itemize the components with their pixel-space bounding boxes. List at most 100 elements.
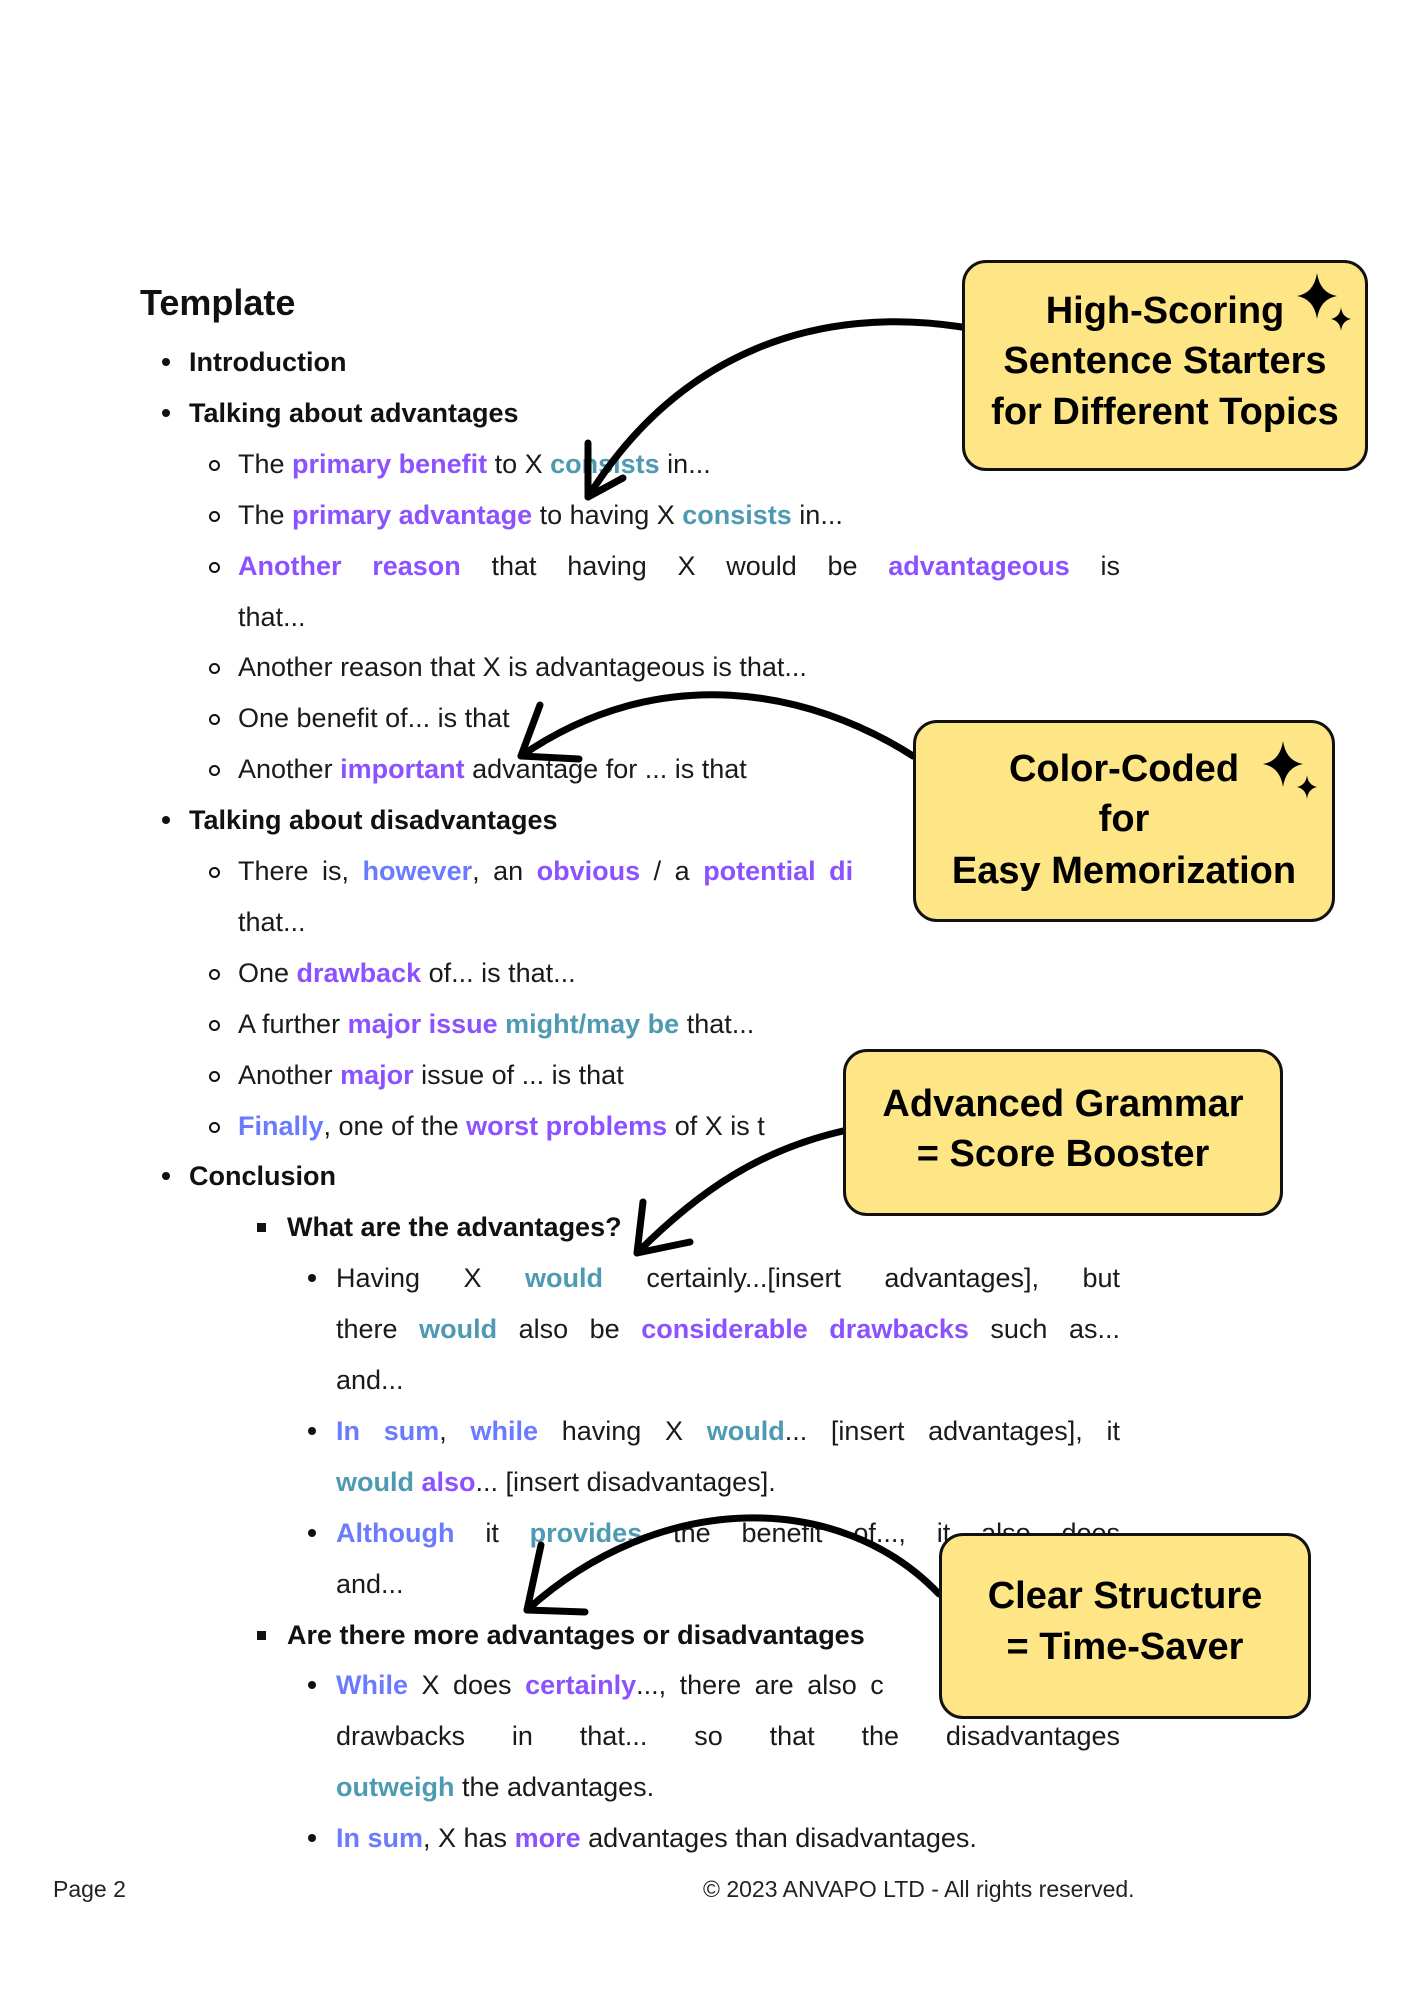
text-segment: having X [537, 1415, 707, 1446]
highlighted-phrase: outweigh [336, 1772, 455, 1803]
text-segment: Having X [336, 1263, 525, 1294]
bullet-icon [308, 1274, 316, 1283]
outline-line: Another important advantage for ... is t… [238, 744, 747, 794]
text-segment: to X [487, 448, 551, 479]
text-segment: to having X [532, 499, 683, 530]
outline-line: Talking about advantages [189, 388, 519, 438]
circle-bullet-icon [209, 510, 220, 522]
bullet-icon [162, 1172, 170, 1181]
highlighted-phrase: also [421, 1466, 476, 1497]
text-segment [414, 1467, 422, 1497]
text-segment: advantages than disadvantages. [580, 1823, 977, 1854]
outline-line: One drawback of... is that... [238, 948, 576, 998]
outline-line: The primary benefit to X consists in... [238, 439, 711, 489]
outline-line: outweigh the advantages. [336, 1762, 654, 1812]
text-segment: advantage for ... is that [464, 754, 747, 785]
highlighted-phrase: Finally [238, 1110, 324, 1141]
text-segment: that... [679, 1008, 755, 1039]
highlighted-phrase: Although [336, 1517, 455, 1548]
outline-line: In sum, X has more advantages than disad… [336, 1813, 977, 1863]
outline-line: Another reason that having X would be ad… [238, 541, 1120, 591]
bullet-icon [162, 408, 170, 417]
text-segment: Another [238, 1059, 341, 1090]
outline-line: Talking about disadvantages [189, 795, 558, 845]
highlighted-phrase: certainly [525, 1670, 637, 1701]
bullet-icon [162, 358, 170, 366]
text-segment: What are the advantages? [287, 1212, 622, 1243]
text-segment: and... [336, 1365, 404, 1395]
text-segment: Talking about disadvantages [189, 805, 558, 836]
bullet-icon [162, 816, 170, 825]
callout-line: Clear Structure [987, 1575, 1263, 1617]
outline-line: would also... [insert disadvantages]. [336, 1457, 776, 1507]
outline-line: drawbacks in that... so that the disadva… [336, 1711, 1120, 1761]
circle-bullet-icon [209, 663, 220, 675]
bullet-icon [308, 1426, 316, 1435]
text-segment: that having X would be [460, 550, 889, 581]
highlighted-phrase: obvious [536, 856, 641, 886]
callout-line: for [1098, 798, 1150, 840]
outline-line: that... [238, 897, 306, 947]
highlighted-phrase: advantageous [888, 550, 1070, 581]
callout-line: Easy Memorization [951, 850, 1297, 892]
outline-line: One benefit of... is that [238, 693, 510, 743]
text-segment: there [336, 1314, 420, 1345]
text-segment: issue of ... is that [413, 1059, 624, 1090]
highlighted-phrase: worst problems [466, 1110, 668, 1141]
square-bullet-icon [257, 1223, 266, 1233]
highlighted-phrase: In sum [336, 1415, 440, 1446]
highlighted-phrase: would [419, 1314, 498, 1345]
highlighted-phrase: drawback [296, 957, 422, 988]
outline-line: and... [336, 1559, 404, 1609]
highlighted-phrase: While [336, 1670, 408, 1701]
callout-line: Sentence Starters [1003, 340, 1327, 382]
outline-line: Another reason that X is advantageous is… [238, 642, 807, 692]
text-segment: it [454, 1517, 530, 1548]
text-segment: Are there more advantages or disadvantag… [287, 1619, 865, 1650]
circle-bullet-icon [209, 1019, 220, 1031]
highlighted-phrase: primary benefit [292, 448, 488, 479]
outline-line: In sum, while having X would... [insert … [336, 1406, 1120, 1456]
text-segment: The [238, 499, 293, 530]
sparkle-icon [1263, 741, 1317, 799]
text-segment: ... [insert advantages], it [784, 1415, 1120, 1446]
highlighted-phrase: more [514, 1823, 581, 1854]
outline-line: Are there more advantages or disadvantag… [287, 1610, 865, 1660]
page-number: Page 2 [53, 1876, 126, 1902]
text-segment: Conclusion [189, 1161, 336, 1192]
text-segment: , [439, 1415, 471, 1446]
text-segment: Introduction [189, 347, 347, 377]
circle-bullet-icon [209, 1070, 220, 1082]
outline-line: there would also be considerable drawbac… [336, 1304, 1120, 1354]
outline-line: that... [238, 592, 306, 642]
outline-line: What are the advantages? [287, 1202, 622, 1252]
outline-line: Introduction [189, 337, 346, 387]
highlighted-phrase: provides [529, 1517, 643, 1548]
callout-line: = Time-Saver [1006, 1626, 1244, 1668]
highlighted-phrase: major issue [347, 1008, 498, 1039]
callout-color-coded: Color-Coded for Easy Memorization [913, 720, 1335, 922]
text-segment: that... [238, 601, 306, 632]
highlighted-phrase: might/may be [505, 1008, 680, 1039]
outline-line: A further major issue might/may be that.… [238, 999, 754, 1049]
text-segment: There is, [238, 856, 363, 886]
text-segment: of... is that... [421, 957, 576, 988]
text-segment: and... [336, 1568, 404, 1599]
highlighted-phrase: important [340, 754, 465, 785]
outline-line: and... [336, 1355, 404, 1405]
text-segment: , X has [423, 1823, 515, 1854]
highlighted-phrase: while [470, 1415, 538, 1446]
bullet-icon [308, 1834, 316, 1843]
text-segment: One benefit of... is that [238, 703, 510, 734]
square-bullet-icon [257, 1630, 266, 1640]
highlighted-phrase: would [706, 1415, 785, 1446]
bullet-icon [308, 1681, 316, 1690]
bullet-icon [308, 1528, 316, 1537]
text-segment: One [238, 957, 297, 988]
highlighted-phrase: consists [682, 499, 792, 530]
callout-line: = Score Booster [916, 1133, 1210, 1175]
text-segment: such as... [968, 1314, 1120, 1345]
callout-clear-structure: Clear Structure = Time-Saver [939, 1533, 1311, 1719]
callout-line: Advanced Grammar [882, 1083, 1244, 1125]
highlighted-phrase: would [336, 1466, 414, 1497]
